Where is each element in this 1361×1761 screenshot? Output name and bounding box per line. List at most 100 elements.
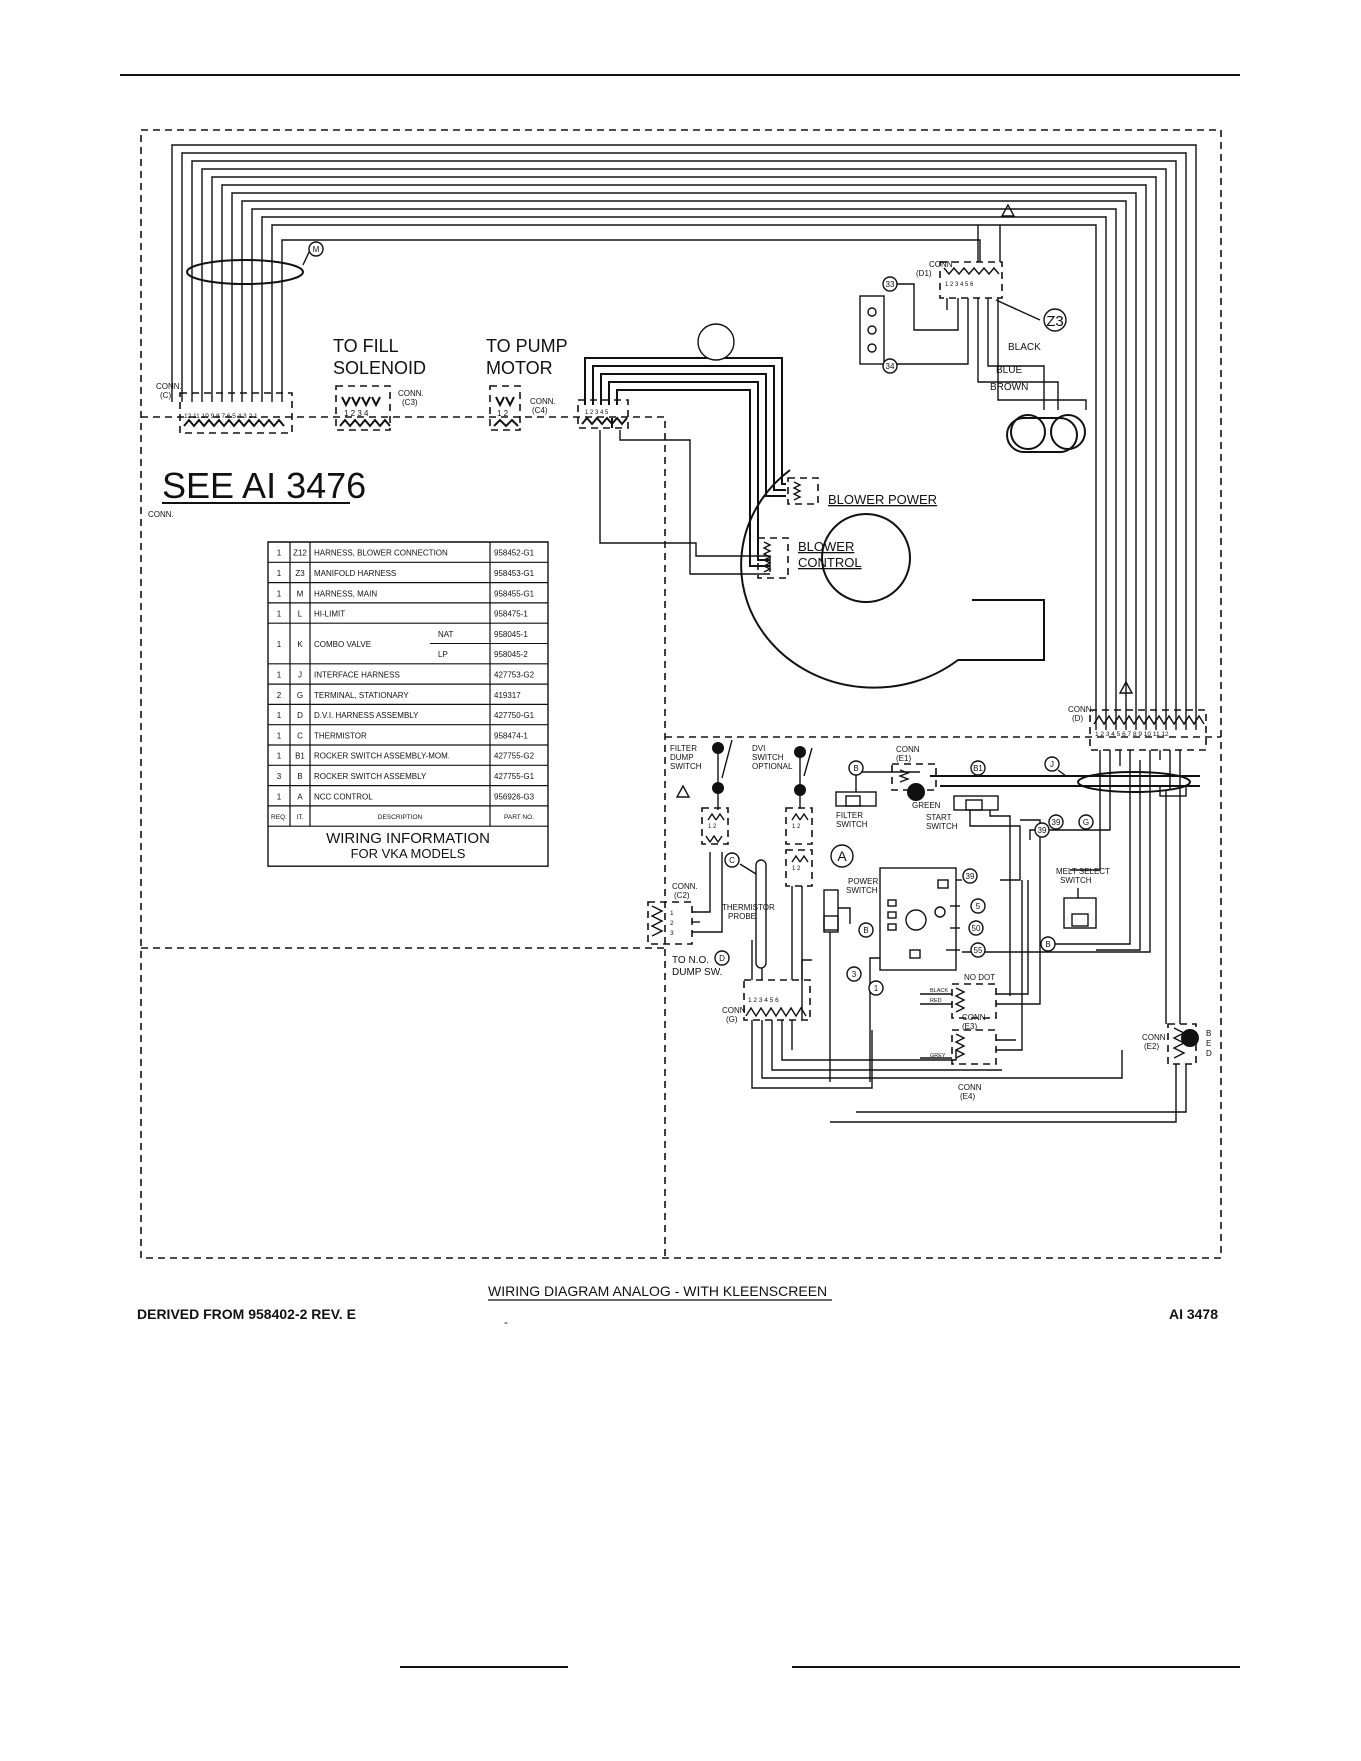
table-header: PART NO. xyxy=(504,814,534,821)
conn-d-assembly: CONN. (D) 1 2 3 4 5 6 7 8 9 10 11 12 xyxy=(1068,680,1207,751)
dvi-switch: DVI SWITCH OPTIONAL 1 2 1 2 xyxy=(752,744,813,887)
svg-text:(E4): (E4) xyxy=(960,1092,975,1101)
table-part-no: 958045-2 xyxy=(494,650,528,659)
callout-a: A xyxy=(830,844,854,868)
table-part-no: 427750-G1 xyxy=(494,711,535,720)
callout-d: D xyxy=(714,950,730,966)
ncc-control-board: POWER SWITCH xyxy=(823,867,962,1082)
svg-text:34: 34 xyxy=(886,362,895,371)
svg-text:SWITCH: SWITCH xyxy=(836,820,868,829)
table-description: COMBO VALVE xyxy=(314,640,371,649)
main-harness-bundle xyxy=(171,144,1197,730)
table-header: REQ. xyxy=(271,814,287,821)
harness-j-tie xyxy=(930,769,1200,793)
svg-text:FILTER: FILTER xyxy=(836,811,863,820)
svg-text:BLOWER: BLOWER xyxy=(798,539,854,554)
table-description: HARNESS, BLOWER CONNECTION xyxy=(314,549,448,558)
svg-text:B: B xyxy=(1206,1029,1211,1038)
callout-n1: 1 xyxy=(868,980,884,996)
callout-n39: 39 xyxy=(1048,814,1064,830)
table-item: A xyxy=(297,792,303,801)
svg-text:1: 1 xyxy=(874,984,879,993)
svg-text:SWITCH: SWITCH xyxy=(752,753,784,762)
svg-text:CONN: CONN xyxy=(722,1006,746,1015)
svg-text:BLACK: BLACK xyxy=(930,988,948,994)
svg-text:(C2): (C2) xyxy=(674,891,690,900)
svg-text:B: B xyxy=(863,926,868,935)
callout-n39: 39 xyxy=(1034,822,1050,838)
conn-e1: CONN (E1) GREEN xyxy=(891,745,941,810)
svg-text:BLOWER POWER: BLOWER POWER xyxy=(828,492,937,507)
table-item: Z3 xyxy=(295,569,305,578)
conn-c: CONN. (C) 12 11 10 9 8 7 6 5 4 3 2 1 xyxy=(156,382,293,434)
svg-text:B1: B1 xyxy=(973,764,983,773)
callout-b1: B1 xyxy=(970,760,986,776)
table-part-no: 958474-1 xyxy=(494,731,528,740)
table-part-no: 958045-1 xyxy=(494,630,528,639)
callout-b: B xyxy=(848,760,864,776)
svg-text:SWITCH: SWITCH xyxy=(926,822,958,831)
svg-text:POWER: POWER xyxy=(848,877,878,886)
svg-text:CONN: CONN xyxy=(962,1013,986,1022)
see-ref: SEE AI 3476 xyxy=(162,465,366,506)
svg-text:B: B xyxy=(853,764,858,773)
table-req: 1 xyxy=(277,731,282,740)
svg-text:MELT SELECT: MELT SELECT xyxy=(1056,867,1110,876)
table-item: Z12 xyxy=(293,549,307,558)
svg-text:55: 55 xyxy=(974,946,983,955)
table-part-no: 958453-G1 xyxy=(494,569,535,578)
table-req: 1 xyxy=(277,711,282,720)
table-part-no: 427753-G2 xyxy=(494,670,535,679)
doc-id: AI 3478 xyxy=(1169,1306,1218,1322)
svg-text:GREY: GREY xyxy=(930,1053,946,1059)
svg-text:DUMP: DUMP xyxy=(670,753,694,762)
svg-text:39: 39 xyxy=(1052,818,1061,827)
table-description: HARNESS, MAIN xyxy=(314,589,377,598)
table-item: D xyxy=(297,711,303,720)
conn-e2: CONN (E2) B E D xyxy=(830,750,1212,1123)
svg-text:E: E xyxy=(1206,1039,1211,1048)
table-title: WIRING INFORMATION xyxy=(326,830,490,847)
thermistor-probe: THERMISTOR PROBE xyxy=(722,859,775,969)
svg-text:1: 1 xyxy=(670,910,674,917)
derived-from: DERIVED FROM 958402-2 REV. E xyxy=(137,1306,356,1322)
svg-text:CONN.: CONN. xyxy=(398,389,424,398)
svg-text:CONTROL: CONTROL xyxy=(798,555,862,570)
svg-text:2: 2 xyxy=(670,920,674,927)
svg-text:D: D xyxy=(719,954,725,963)
svg-text:(C3): (C3) xyxy=(402,398,418,407)
conn-c2: CONN. (C2) 1 2 3 xyxy=(647,852,723,945)
table-item: C xyxy=(297,731,303,740)
svg-text:SOLENOID: SOLENOID xyxy=(333,358,426,378)
svg-text:FILTER: FILTER xyxy=(670,744,697,753)
svg-text:1 2: 1 2 xyxy=(792,824,801,830)
table-req: 1 xyxy=(277,670,282,679)
svg-text:3: 3 xyxy=(670,930,674,937)
svg-text:CONN: CONN xyxy=(896,745,920,754)
filter-dump-switch: FILTER DUMP SWITCH 1 2 xyxy=(670,739,733,845)
svg-text:BLACK: BLACK xyxy=(1008,342,1041,353)
svg-text:CONN: CONN xyxy=(1142,1033,1166,1042)
svg-text:M: M xyxy=(313,245,320,254)
table-req: 3 xyxy=(277,772,282,781)
pump-motor-connector: TO PUMP MOTOR 1 2 CONN. (C4) xyxy=(486,336,568,431)
svg-text:TO FILL: TO FILL xyxy=(333,336,399,356)
svg-text:(E2): (E2) xyxy=(1144,1042,1159,1051)
table-req: 1 xyxy=(277,792,282,801)
filter-switch: FILTER SWITCH xyxy=(835,771,920,829)
table-header: IT. xyxy=(297,814,304,821)
svg-text:39: 39 xyxy=(966,872,975,881)
conn-d1-assembly: CONN (D1) 1 2 3 4 5 6 BLACK BLUE BROWN xyxy=(859,203,1087,453)
svg-text:D: D xyxy=(1206,1049,1212,1058)
table-req: 1 xyxy=(277,589,282,598)
svg-text:1 2: 1 2 xyxy=(708,824,717,830)
svg-text:GREEN: GREEN xyxy=(912,801,941,810)
table-description: NCC CONTROL xyxy=(314,792,373,801)
svg-text:PROBE: PROBE xyxy=(728,912,756,921)
svg-text:CONN.: CONN. xyxy=(1068,705,1094,714)
table-item: L xyxy=(298,610,303,619)
svg-text:J: J xyxy=(1050,760,1054,769)
dash-mark: - xyxy=(504,1315,508,1329)
svg-text:SWITCH: SWITCH xyxy=(670,762,702,771)
